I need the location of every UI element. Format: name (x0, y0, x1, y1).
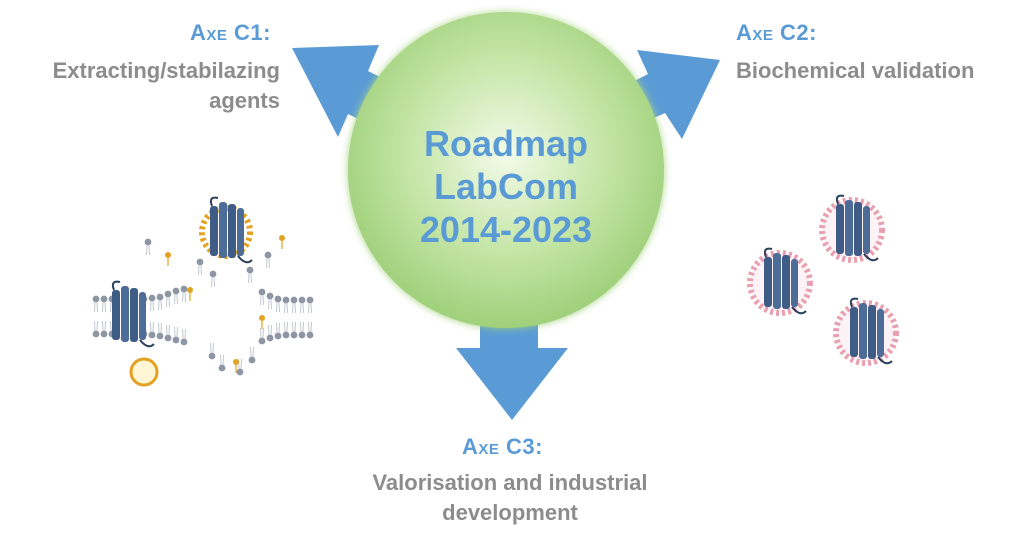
axe-c1-desc-line-2: agents (209, 88, 280, 113)
micelle-proteins-illustration (747, 194, 899, 366)
arrow-c3 (456, 320, 568, 420)
center-line-1: Roadmap (423, 123, 589, 164)
axe-c3-desc-line-2: development (442, 500, 578, 525)
axe-c1-title: Axe C1: (190, 20, 271, 45)
membrane-illustration (92, 196, 314, 387)
axe-c1-desc-line-1: Extracting/stabilazing (52, 58, 280, 83)
axe-c2-desc-line-1: Biochemical validation (736, 58, 975, 83)
axe-c2-title: Axe C2: (736, 20, 817, 45)
center-line-3: 2014-2023 (419, 209, 593, 250)
roadmap-center-label: Roadmap LabCom 2014-2023 (356, 122, 656, 251)
roadmap-circle (348, 12, 664, 328)
axe-c1-description: Extracting/stabilazing agents (14, 56, 280, 116)
axe-c3-desc-line-1: Valorisation and industrial (372, 470, 648, 495)
axe-c3-title: Axe C3: (462, 434, 543, 459)
center-line-2: LabCom (434, 166, 578, 207)
axe-c2-description: Biochemical validation (736, 56, 974, 86)
axe-c3-description: Valorisation and industrial development (340, 468, 680, 528)
